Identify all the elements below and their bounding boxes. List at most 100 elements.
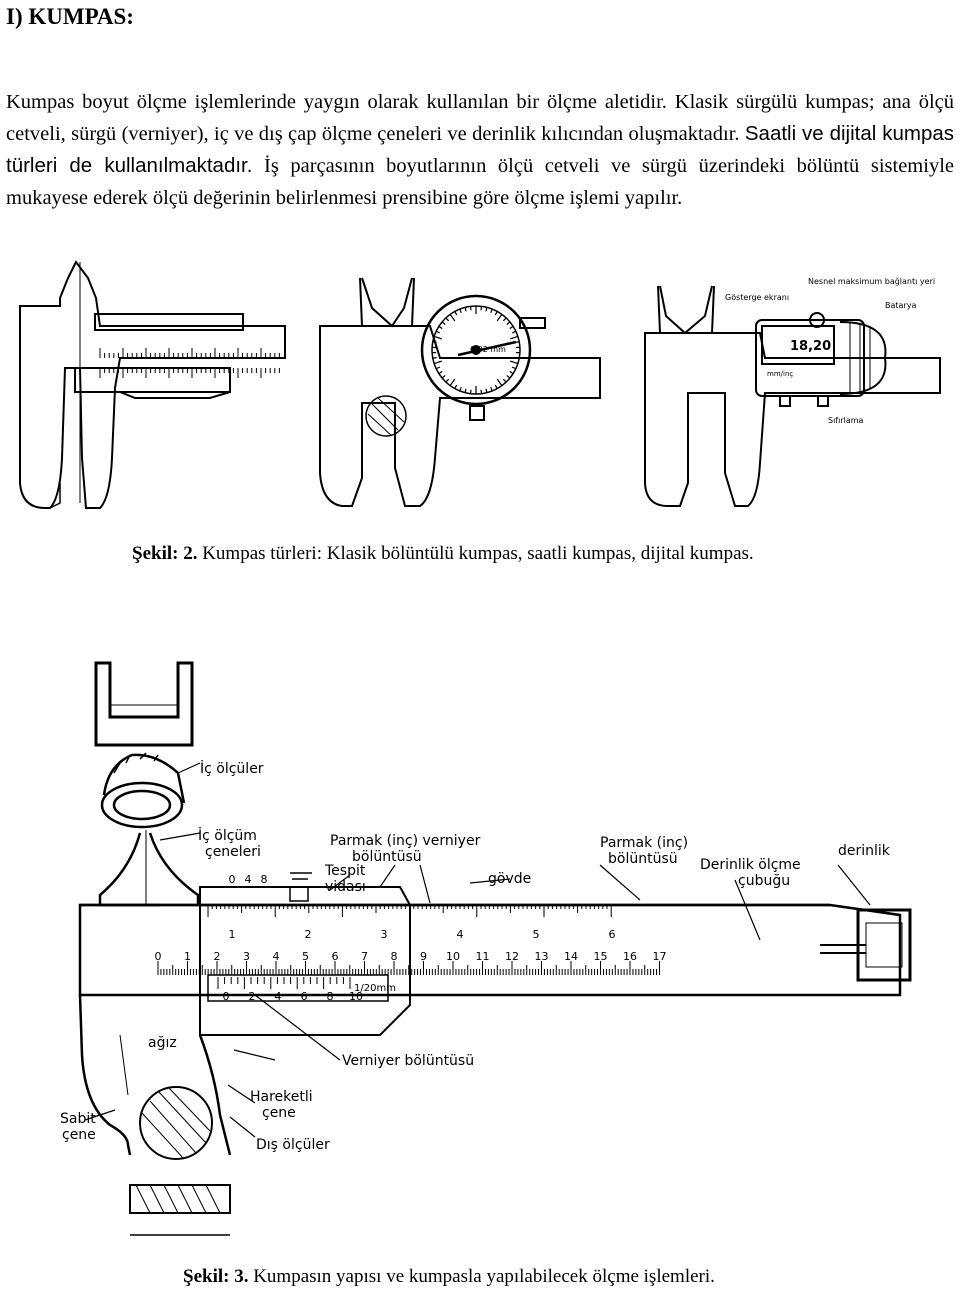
label-parmak-verniyer-1: Parmak (inç) verniyer <box>330 833 481 849</box>
scale-label: 2 <box>214 950 221 963</box>
scale-tick <box>464 388 467 393</box>
scale-label: 5 <box>302 950 309 963</box>
scale-tick <box>464 307 467 312</box>
scale-tick <box>496 378 503 386</box>
figure-3-caption: Şekil: 3. Kumpasın yapısı ve kumpasla ya… <box>183 1266 715 1288</box>
figure-2-caption-label: Şekil: 2. <box>132 543 198 564</box>
label-derinlik-cubugu-2: çubuğu <box>738 873 790 889</box>
scale-label: 11 <box>476 950 490 963</box>
label-verniyer-bolunt: Verniyer bölüntüsü <box>342 1053 474 1069</box>
scale-label: 10 <box>349 990 363 1003</box>
digital-display-value: 18,20 <box>790 339 831 354</box>
scale-tick <box>469 306 472 311</box>
scale-tick <box>454 311 458 316</box>
scale-tick <box>459 308 462 314</box>
scale-label: 15 <box>594 950 608 963</box>
scale-tick <box>490 308 493 314</box>
scale-label: 6 <box>301 990 308 1003</box>
scale-label: 4 <box>245 873 252 886</box>
scale-tick <box>433 360 442 365</box>
scale-label: 2 <box>305 928 312 941</box>
scale-label: 4 <box>457 928 464 941</box>
scale-tick <box>435 330 441 334</box>
scale-tick <box>454 384 458 389</box>
scale-tick <box>511 330 517 334</box>
scale-label: 13 <box>535 950 549 963</box>
scale-tick <box>506 321 511 325</box>
scale-tick <box>485 388 488 393</box>
scale-tick <box>438 325 443 330</box>
scale-label: 1 <box>184 950 191 963</box>
scale-label: 6 <box>332 950 339 963</box>
scale-tick <box>480 389 483 394</box>
classic-caliper-drawing <box>19 260 286 509</box>
scale-tick <box>510 335 519 340</box>
label-sabit-2: çene <box>62 1127 96 1143</box>
label-parmak-bolunt-1: Parmak (inç) <box>600 835 688 851</box>
scale-label: 10 <box>446 950 460 963</box>
scale-tick <box>511 366 517 370</box>
scale-label: 14 <box>564 950 578 963</box>
scale-tick <box>438 370 443 375</box>
label-derinlik-cubugu-1: Derinlik ölçme <box>700 857 801 873</box>
scale-label: 4 <box>275 990 282 1003</box>
scale-label: 1 <box>229 928 236 941</box>
scale-tick <box>485 307 488 312</box>
scale-label: 0 <box>155 950 162 963</box>
scale-tick <box>502 378 507 383</box>
label-ic-olcum-2: çeneleri <box>205 844 261 860</box>
label-parmak-bolunt-2: bölüntüsü <box>608 851 678 867</box>
figure-3-caption-label: Şekil: 3. <box>183 1266 249 1287</box>
scale-label: 16 <box>623 950 637 963</box>
label-tespit-1: Tespit <box>324 863 366 879</box>
scale-label: 17 <box>653 950 667 963</box>
scale-label: 6 <box>609 928 616 941</box>
figure-3-caliper-structure: İç ölçüler İç ölçüm çeneleri Parmak (inç… <box>60 661 912 1236</box>
intro-text-2: Saatli ve dijital kumpas türleri de kull… <box>6 122 954 177</box>
scale-tick <box>515 356 520 359</box>
vernier-unit-label: 1/20mm <box>354 983 396 994</box>
scale-label: 0 <box>223 990 230 1003</box>
figure-3-caption-text: Kumpasın yapısı ve kumpasla yapılabilece… <box>248 1266 715 1287</box>
scale-label: 7 <box>361 950 368 963</box>
scale-tick <box>494 311 498 316</box>
scale-tick <box>441 375 446 379</box>
scale-label: 2 <box>249 990 256 1003</box>
dial-caliper-drawing <box>319 277 601 507</box>
scale-label: 0 <box>229 873 236 886</box>
scale-tick <box>435 366 441 370</box>
label-sabit-1: Sabit <box>60 1111 96 1127</box>
figure-2-caption-text: Kumpas türleri: Klasik bölüntülü kumpas,… <box>197 543 754 564</box>
scale-tick <box>441 321 446 325</box>
intro-paragraph: Kumpas boyut ölçme işlemlerinde yaygın o… <box>6 86 954 214</box>
label-agiz: ağız <box>148 1035 177 1051</box>
scale-tick <box>449 378 456 386</box>
scale-label: 8 <box>261 873 268 886</box>
scale-tick <box>506 375 511 379</box>
label-hareketli-1: Hareketli <box>250 1089 313 1105</box>
label-ic-olcum-1: İç ölçüm <box>198 826 257 844</box>
scale-tick <box>432 356 437 359</box>
scale-tick <box>433 335 442 340</box>
scale-label: 3 <box>381 928 388 941</box>
scale-tick <box>445 378 450 383</box>
digital-unit-label: mm/inç <box>767 370 793 378</box>
scale-tick <box>469 389 472 394</box>
scale-label: 8 <box>391 950 398 963</box>
scale-tick <box>496 314 503 322</box>
scale-tick <box>510 360 519 365</box>
scale-label: 9 <box>420 950 427 963</box>
label-govde: gövde <box>488 871 531 887</box>
label-ic-olculer: İç ölçüler <box>200 759 264 777</box>
scale-tick <box>459 386 462 392</box>
scale-tick <box>445 317 450 322</box>
label-hareketli-2: çene <box>262 1105 296 1121</box>
label-derinlik: derinlik <box>838 843 891 859</box>
label-display-screen: Gösterge ekranı <box>725 293 789 302</box>
scale-label: 3 <box>243 950 250 963</box>
scale-tick <box>480 306 483 311</box>
scale-tick <box>515 341 520 344</box>
label-dis-olculer: Dış ölçüler <box>256 1137 330 1153</box>
intro-text-1: Kumpas boyut ölçme işlemlerinde yaygın o… <box>6 91 954 145</box>
figure-2-caption: Şekil: 2. Kumpas türleri: Klasik bölüntü… <box>132 543 754 565</box>
